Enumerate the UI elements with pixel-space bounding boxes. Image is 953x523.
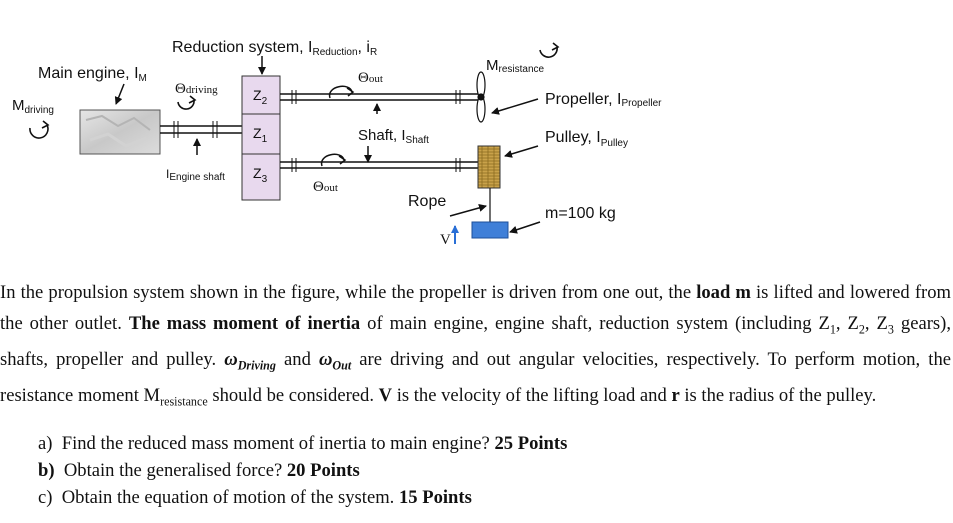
svg-text:Reduction system, IReduction,: Reduction system, IReduction, iR [172,39,377,58]
svg-text:Z1: Z1 [253,125,268,145]
svg-text:IEngine shaft: IEngine shaft [166,167,225,183]
pulley-label: Pulley, I [545,129,601,146]
propeller-icon [476,71,486,123]
svg-text:Θout: Θout [358,70,383,86]
question-c: c) Obtain the equation of motion of the … [38,487,472,508]
question-b: b) Obtain the generalised force? 20 Poin… [38,460,360,481]
svg-text:Z2: Z2 [253,87,268,107]
m-resistance-label: M [486,57,499,74]
m-driving-label: M [12,97,25,114]
rope-label: Rope [408,193,446,210]
svg-text:Shaft, IShaft: Shaft, IShaft [358,127,429,146]
reduction-system-label: Reduction system, I [172,39,313,56]
propeller-label: Propeller, I [545,91,621,108]
theta-driving-label: Θ [175,81,186,97]
z1-label: Z [253,125,262,141]
theta-out-bottom-label: Θ [313,179,324,195]
svg-text:Mresistance: Mresistance [486,57,545,75]
mass-block [471,221,509,239]
shaft-label: Shaft, I [358,127,406,144]
question-list: a) Find the reduced mass moment of inert… [38,430,567,511]
svg-text:Main engine, IM: Main engine, IM [38,65,147,84]
problem-statement: In the propulsion system shown in the fi… [0,282,951,409]
svg-text:Z3: Z3 [253,165,268,185]
main-engine-label: Main engine, I [38,65,139,82]
main-engine-block [79,109,161,155]
gear-z3 [241,153,281,201]
mass-label: m=100 kg [545,205,616,222]
z3-label: Z [253,165,262,181]
svg-text:Propeller, IPropeller: Propeller, IPropeller [545,91,662,109]
svg-text:Θout: Θout [313,179,338,195]
z2-label: Z [253,87,262,103]
rotation-arrow-icon [539,42,560,58]
rotation-arrow-icon [320,153,347,167]
theta-out-top-label: Θ [358,70,369,86]
svg-text:Pulley, IPulley: Pulley, IPulley [545,129,628,149]
propulsion-system-figure: Reduction system, IReduction, iR Main en… [12,39,662,248]
velocity-label: V [440,232,451,248]
svg-text:Θdriving: Θdriving [175,81,218,97]
engine-shaft-label: I [166,167,169,181]
gear-z1 [241,113,281,155]
pulley-drum [477,145,501,189]
rotation-arrow-icon [328,85,355,99]
svg-text:Mdriving: Mdriving [12,97,54,116]
question-a: a) Find the reduced mass moment of inert… [38,433,568,454]
rotation-arrow-icon [29,120,50,139]
rotation-arrow-icon [177,95,197,110]
